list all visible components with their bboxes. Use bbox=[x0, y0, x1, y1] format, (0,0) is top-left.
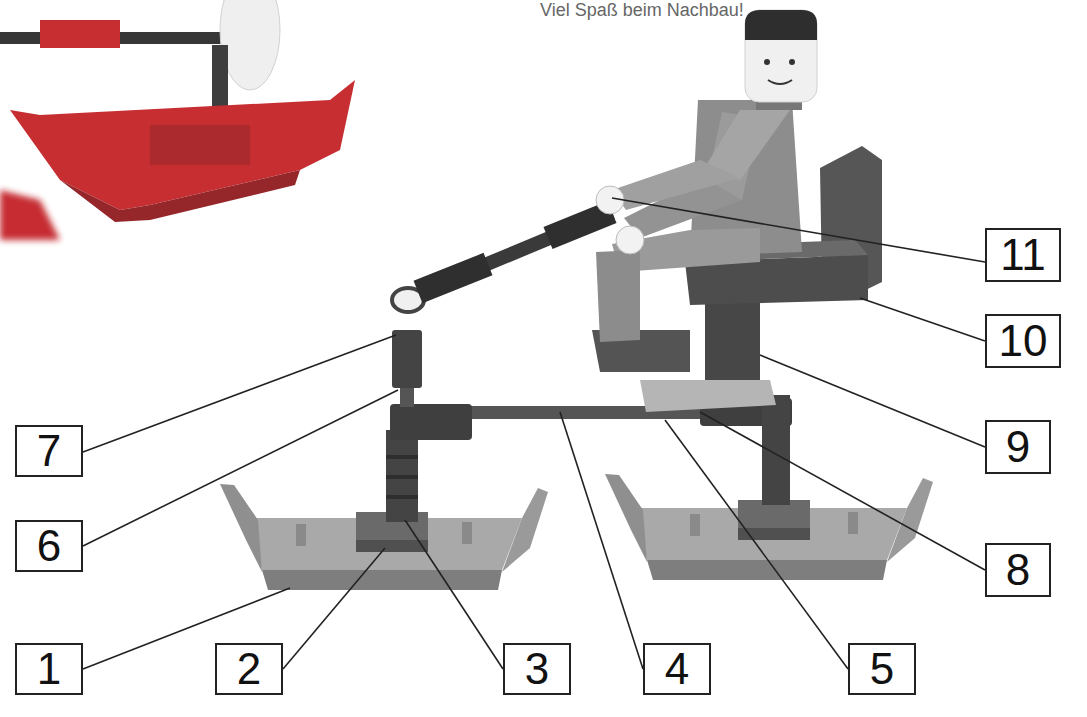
post-6 bbox=[400, 385, 414, 407]
post-right bbox=[762, 395, 790, 505]
leader-line bbox=[665, 420, 848, 669]
leader-lines bbox=[83, 198, 985, 669]
callout-number: 4 bbox=[665, 647, 689, 691]
callout-number: 2 bbox=[237, 647, 261, 691]
ski-tip bbox=[502, 488, 548, 572]
callout-number: 5 bbox=[870, 647, 894, 691]
hand bbox=[616, 226, 644, 254]
red-model bbox=[0, 0, 355, 240]
steering bbox=[418, 212, 612, 292]
ski-side bbox=[262, 570, 502, 590]
post-rib bbox=[386, 455, 418, 459]
ski-side bbox=[647, 560, 887, 580]
leader-line bbox=[860, 298, 985, 341]
post-7 bbox=[392, 330, 422, 388]
white-part bbox=[220, 0, 280, 90]
callout-box: 6 bbox=[15, 520, 83, 572]
connector bbox=[390, 404, 472, 440]
red-block bbox=[150, 125, 250, 165]
ski-tip bbox=[220, 484, 262, 572]
leader-line bbox=[700, 412, 985, 570]
callout-number: 8 bbox=[1006, 548, 1030, 592]
callout-number: 9 bbox=[1006, 425, 1030, 469]
red-ski-side bbox=[60, 170, 300, 222]
post-rib bbox=[386, 475, 418, 479]
leader-line bbox=[612, 198, 985, 262]
forearm bbox=[612, 160, 740, 210]
shin bbox=[596, 250, 640, 342]
callout-number: 7 bbox=[37, 429, 61, 473]
leader-line bbox=[760, 355, 985, 447]
ski-ridge bbox=[848, 512, 858, 534]
post-rib bbox=[386, 495, 418, 499]
callout-box: 7 bbox=[15, 425, 83, 477]
callout-box: 5 bbox=[848, 643, 916, 695]
callout-number: 10 bbox=[999, 319, 1048, 363]
leader-line bbox=[83, 390, 398, 546]
callout-number: 3 bbox=[525, 647, 549, 691]
mouth bbox=[768, 80, 792, 84]
red-bracket bbox=[40, 20, 120, 48]
sleeve bbox=[548, 212, 612, 238]
ski-tip bbox=[605, 474, 647, 562]
hair bbox=[745, 10, 817, 40]
callout-box: 8 bbox=[985, 543, 1051, 597]
callout-number: 1 bbox=[37, 647, 61, 691]
leader-line bbox=[405, 520, 503, 669]
seat-post-9 bbox=[705, 300, 760, 392]
callout-box: 4 bbox=[643, 643, 711, 695]
callout-box: 1 bbox=[15, 643, 83, 695]
callout-box: 10 bbox=[985, 314, 1061, 368]
caption-text: Viel Spaß beim Nachbau! bbox=[540, 0, 744, 21]
sleeve bbox=[418, 264, 488, 292]
red-ski bbox=[10, 80, 355, 210]
ski-left bbox=[220, 484, 548, 590]
frame bbox=[386, 288, 792, 522]
leader-line bbox=[560, 412, 643, 669]
ski-mount bbox=[356, 540, 428, 552]
eye bbox=[764, 59, 770, 65]
callout-box: 9 bbox=[985, 420, 1051, 474]
leader-line bbox=[283, 548, 385, 669]
callout-number: 6 bbox=[37, 524, 61, 568]
ski-ridge bbox=[690, 514, 700, 536]
post-3 bbox=[386, 430, 418, 522]
head bbox=[745, 10, 817, 102]
callout-box: 2 bbox=[215, 643, 283, 695]
callout-box: 11 bbox=[985, 228, 1061, 282]
callout-number: 11 bbox=[1000, 233, 1046, 277]
callout-box: 3 bbox=[503, 643, 571, 695]
red-ski-edge bbox=[0, 190, 60, 240]
ski-ridge bbox=[296, 524, 306, 546]
eye bbox=[789, 59, 795, 65]
plate-8 bbox=[640, 380, 776, 412]
figure bbox=[596, 10, 817, 342]
leader-line bbox=[83, 335, 396, 452]
ski-ridge bbox=[462, 522, 472, 544]
